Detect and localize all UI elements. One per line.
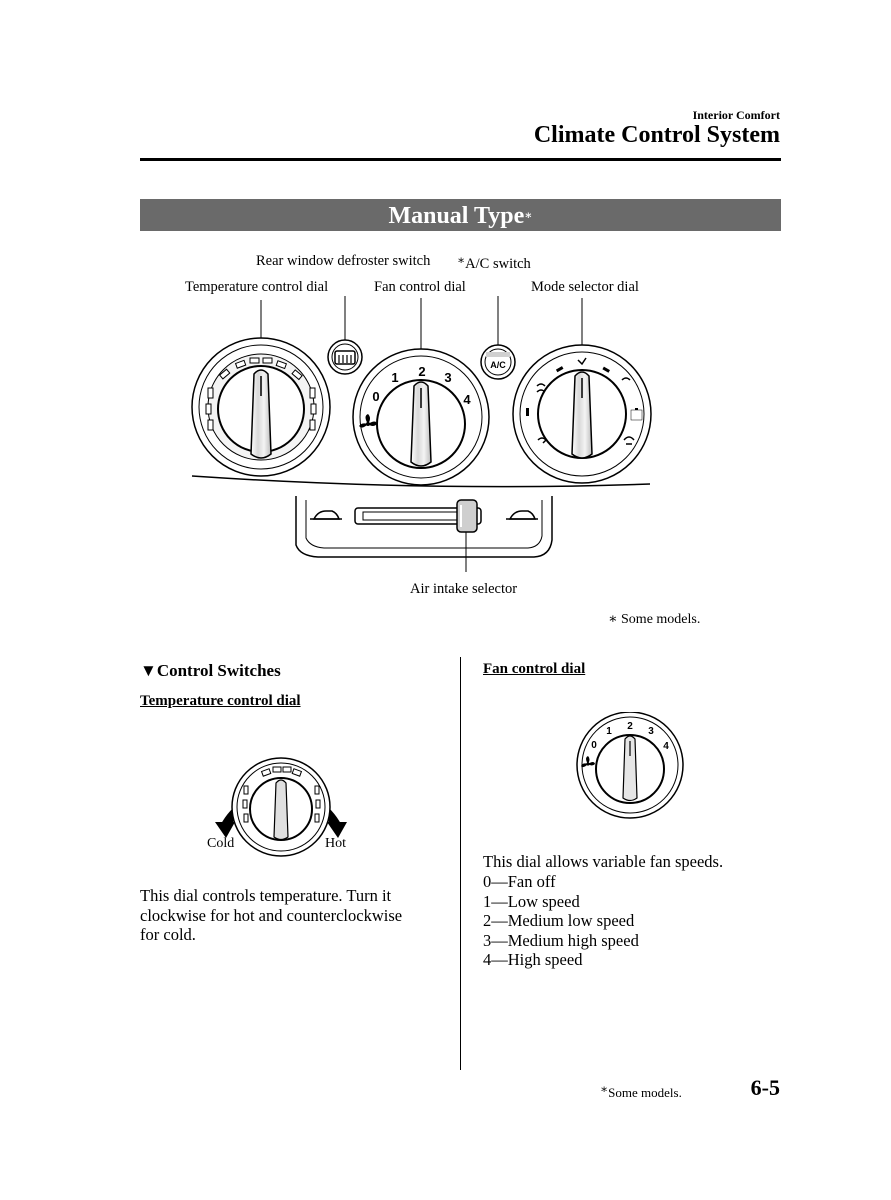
diagram-footnote: ∗ Some models.	[608, 612, 701, 627]
temperature-dial-subheading: Temperature control dial	[140, 693, 301, 709]
fan-dial[interactable]: 0 1 2 3 4	[352, 348, 490, 486]
console-bezel	[191, 475, 651, 558]
fan-illustration-number-3: 3	[648, 726, 654, 737]
footnote-text: Some models.	[608, 1085, 682, 1100]
hot-arrow-icon	[327, 822, 347, 838]
fan-speed-list: 0—Fan off 1—Low speed 2—Medium low speed…	[483, 872, 783, 970]
fan-icon	[359, 414, 377, 428]
temperature-dial[interactable]	[191, 337, 331, 477]
callout-temperature-dial: Temperature control dial	[185, 279, 329, 295]
fan-dial-subheading: Fan control dial	[483, 661, 586, 677]
footnote-mark: ∗	[600, 1082, 609, 1096]
ac-button[interactable]: A/C	[480, 344, 516, 380]
face-vent-icon	[577, 357, 587, 366]
fan-illustration-number-1: 1	[606, 726, 612, 737]
fan-number-1: 1	[391, 370, 398, 385]
fan-number-4: 4	[463, 392, 471, 407]
page-footnote: ∗Some models.	[600, 1082, 682, 1101]
temperature-scale-marks	[205, 357, 317, 431]
rear-defroster-button[interactable]	[327, 339, 363, 375]
column-divider	[460, 657, 461, 1070]
ac-mark: ∗	[457, 253, 466, 267]
fan-speed-item: 4—High speed	[483, 950, 583, 969]
manual-type-banner: Manual Type∗	[140, 199, 781, 231]
mode-dial[interactable]	[512, 344, 652, 484]
windshield-defroster-icon	[623, 436, 635, 445]
ac-callout-text: A/C switch	[465, 256, 531, 272]
cold-arrow-icon	[215, 822, 235, 838]
ac-button-text: A/C	[490, 360, 506, 370]
fan-illustration-number-2: 2	[627, 721, 633, 732]
fan-dial-illustration: 0 1 2 3 4	[576, 712, 684, 819]
fan-speed-item: 1—Low speed	[483, 891, 580, 911]
fan-illustration-number-4: 4	[663, 741, 669, 752]
chapter-title: Climate Control System	[533, 122, 780, 148]
fan-illustration-number-0: 0	[591, 740, 597, 751]
temperature-dial-illustration	[215, 757, 347, 857]
fan-illustration-icon	[581, 756, 595, 768]
section-label: Interior Comfort	[692, 108, 780, 122]
fan-speed-numbers: 0 1 2 3 4	[372, 364, 471, 407]
mode-text-marks	[630, 409, 643, 421]
temperature-description-line: This dial controls temperature. Turn it	[140, 886, 392, 905]
temperature-description: This dial controls temperature. Turn it …	[140, 886, 450, 945]
callout-ac-switch: ∗A/C switch	[457, 253, 531, 273]
fresh-air-car-icon	[310, 510, 342, 520]
cold-label: Cold	[207, 836, 235, 851]
climate-panel-diagram: A/C 0 1 2 3 4	[191, 296, 652, 572]
banner-title: Manual Type	[388, 203, 525, 229]
fan-number-2: 2	[418, 364, 425, 379]
control-switches-heading: ▼Control Switches	[140, 661, 281, 680]
temperature-description-line: clockwise for hot and counterclockwise	[140, 905, 403, 925]
hot-label: Hot	[325, 836, 346, 851]
callout-fan-dial: Fan control dial	[374, 279, 466, 295]
fan-speed-item: 2—Medium low speed	[483, 911, 635, 930]
page-number: 6-5	[750, 1075, 780, 1100]
header-rule	[140, 158, 781, 161]
callout-mode-dial: Mode selector dial	[531, 279, 639, 295]
callout-air-intake: Air intake selector	[410, 581, 518, 597]
rear-defroster-icon	[334, 350, 356, 365]
fan-speed-item: 0—Fan off	[483, 872, 556, 891]
fan-description-intro: This dial allows variable fan speeds.	[483, 852, 724, 871]
callout-rear-defroster: Rear window defroster switch	[256, 253, 431, 269]
fan-illustration-numbers: 0 1 2 3 4	[591, 721, 669, 752]
air-intake-slider[interactable]	[354, 499, 482, 533]
fan-speed-item: 3—Medium high speed	[483, 930, 639, 950]
floor-defrost-icon	[621, 377, 631, 381]
banner-mark: ∗	[524, 208, 533, 222]
fan-number-3: 3	[444, 370, 451, 385]
fan-number-0: 0	[372, 389, 379, 404]
recirculate-car-icon	[506, 510, 538, 520]
temperature-description-line: for cold.	[140, 925, 196, 944]
